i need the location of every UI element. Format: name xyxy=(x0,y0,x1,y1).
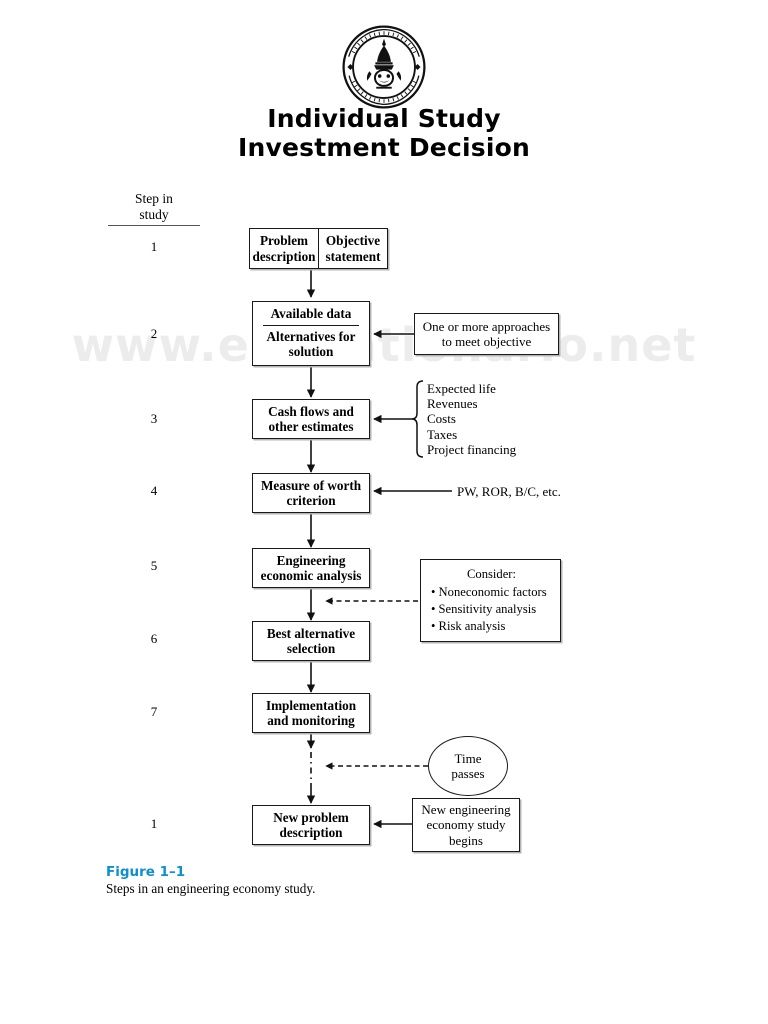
step-number-8: 1 xyxy=(150,816,158,831)
cash-flows-line-1: Cash flows and xyxy=(268,403,354,419)
estimate-item-5: Project financing xyxy=(427,441,517,457)
annotation-time-passes[interactable]: Time passes xyxy=(428,736,508,796)
university-seal-logo xyxy=(341,24,427,110)
approaches-line-1: One or more approaches xyxy=(422,318,551,334)
cash-flows-line-2: other estimates xyxy=(268,419,354,434)
new-study-line-3: begins xyxy=(449,832,483,848)
node-measure-of-worth[interactable]: Measure of worth criterion xyxy=(252,473,370,513)
step-number-2: 2 xyxy=(150,326,158,341)
title-line-1: Individual Study xyxy=(267,104,501,133)
alternatives-line-1: Alternatives for xyxy=(266,328,356,344)
new-study-line-1: New engineering xyxy=(421,801,511,817)
annotation-approaches-box[interactable]: One or more approaches to meet objective xyxy=(414,313,559,355)
node-available-data[interactable]: Available data Alternatives for solution xyxy=(252,301,370,366)
alternatives-line-2: solution xyxy=(288,344,334,359)
best-alternative-line-1: Best alternative xyxy=(266,625,356,641)
objective-line-1: Objective xyxy=(325,233,381,248)
engineering-analysis-line-2: economic analysis xyxy=(260,568,362,583)
new-problem-line-2: description xyxy=(279,825,343,840)
estimate-item-1: Expected life xyxy=(427,381,496,396)
new-study-line-2: economy study xyxy=(426,817,506,833)
node-problem-half: Problem description xyxy=(250,229,318,268)
title-line-2: Investment Decision xyxy=(238,133,530,162)
annotation-worth-measures: PW, ROR, B/C, etc. xyxy=(457,484,561,499)
measure-of-worth-line-1: Measure of worth xyxy=(260,477,362,493)
figure-label: Figure 1–1 xyxy=(106,864,186,880)
time-passes-line-1: Time xyxy=(454,750,482,766)
available-data-label: Available data xyxy=(270,306,352,321)
node-cash-flows[interactable]: Cash flows and other estimates xyxy=(252,399,370,439)
step-number-7: 7 xyxy=(150,704,158,719)
time-passes-line-2: passes xyxy=(451,766,485,781)
node-engineering-economic-analysis[interactable]: Engineering economic analysis xyxy=(252,548,370,588)
node-problem-objective[interactable]: Problem description Objective statement xyxy=(249,228,388,269)
node-implementation[interactable]: Implementation and monitoring xyxy=(252,693,370,733)
new-problem-line-1: New problem xyxy=(273,809,349,825)
page-title: Individual Study Investment Decision xyxy=(0,104,768,162)
available-data-divider xyxy=(263,324,359,326)
step-number-3: 3 xyxy=(150,411,158,426)
best-alternative-line-2: selection xyxy=(286,641,336,656)
problem-line-1: Problem xyxy=(259,233,309,248)
estimate-item-4: Taxes xyxy=(427,426,458,442)
consider-item-1: • Noneconomic factors xyxy=(431,585,547,599)
step-number-5: 5 xyxy=(150,558,158,573)
step-header-line-2: study xyxy=(139,207,169,222)
step-number-4: 4 xyxy=(150,483,158,498)
problem-line-2: description xyxy=(252,248,316,264)
node-best-alternative[interactable]: Best alternative selection xyxy=(252,621,370,661)
approaches-line-2: to meet objective xyxy=(441,334,532,349)
engineering-analysis-line-1: Engineering xyxy=(276,552,346,568)
estimate-item-2: Revenues xyxy=(427,396,478,412)
objective-line-2: statement xyxy=(325,248,381,264)
step-column-header: Step in study xyxy=(108,191,200,223)
consider-item-2: • Sensitivity analysis xyxy=(431,602,537,616)
step-number-6: 6 xyxy=(150,631,158,646)
step-header-line-1: Step in xyxy=(135,191,173,206)
annotation-new-study-box[interactable]: New engineering economy study begins xyxy=(412,798,520,852)
node-new-problem[interactable]: New problem description xyxy=(252,805,370,845)
step-column-rule xyxy=(108,225,200,226)
step-number-1: 1 xyxy=(150,239,158,254)
implementation-line-1: Implementation xyxy=(265,697,357,713)
annotation-consider-box[interactable]: Consider: • Noneconomic factors • Sensit… xyxy=(420,559,561,642)
alternatives-label: Alternatives for solution xyxy=(267,329,356,362)
annotation-estimates-list: Expected life Revenues Costs Taxes Proje… xyxy=(427,381,516,457)
consider-item-3: • Risk analysis xyxy=(431,619,506,633)
implementation-line-2: and monitoring xyxy=(267,713,355,728)
node-objective-half: Objective statement xyxy=(318,229,387,268)
measure-of-worth-line-2: criterion xyxy=(286,493,336,508)
consider-header: Consider: xyxy=(467,567,516,581)
figure-caption: Steps in an engineering economy study. xyxy=(106,881,316,896)
estimate-item-3: Costs xyxy=(427,411,456,427)
